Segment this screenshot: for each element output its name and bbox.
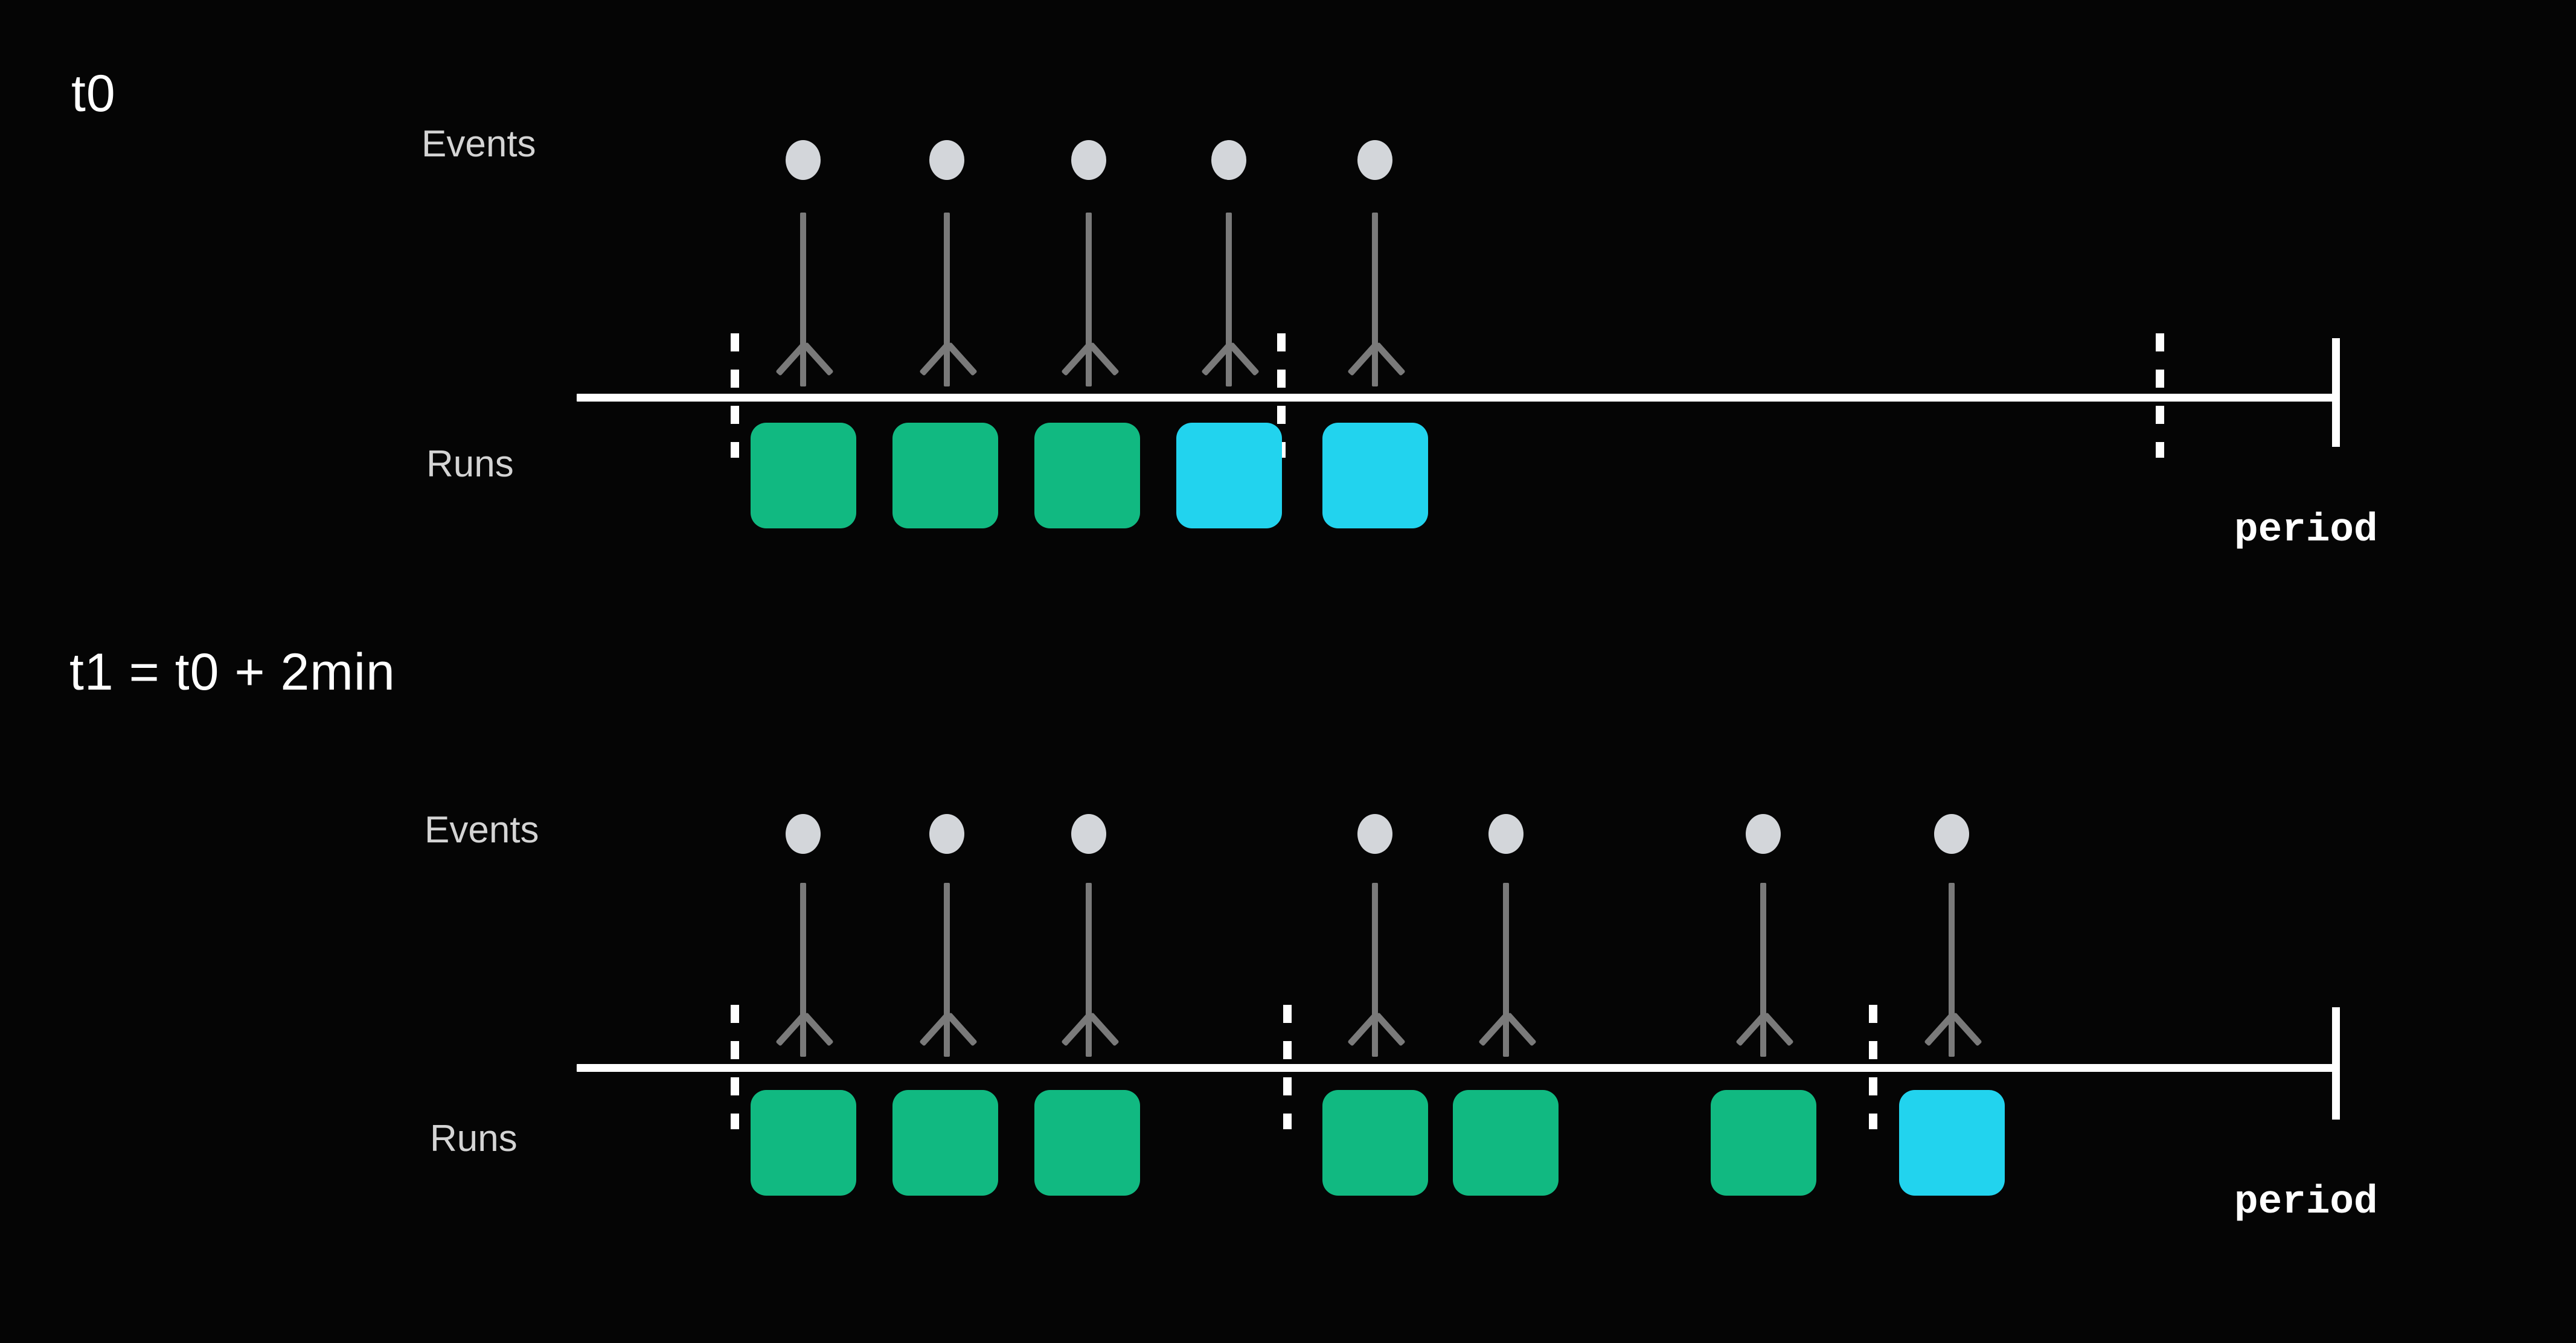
run-box-t1-3[interactable] — [1322, 1090, 1428, 1196]
arrow-shaft — [1086, 883, 1092, 1057]
arrow-shaft — [1949, 883, 1955, 1057]
timeline-axis-t1 — [577, 1064, 2340, 1072]
period-boundary-t0-2 — [2156, 333, 2164, 458]
arrow-shaft — [944, 213, 950, 386]
event-dot-t1-5 — [1746, 814, 1781, 854]
event-arrow-t0-0 — [785, 213, 821, 386]
arrow-shaft — [1760, 883, 1766, 1057]
period-endcap-t0 — [2332, 338, 2340, 447]
timeline-title-t0: t0 — [71, 65, 116, 123]
event-dot-t0-3 — [1211, 140, 1246, 180]
arrow-shaft — [800, 883, 806, 1057]
period-boundary-t0-1 — [1277, 333, 1286, 458]
event-dot-t1-6 — [1934, 814, 1969, 854]
runs-row-label-t0: Runs — [426, 443, 514, 485]
event-dot-t1-0 — [786, 814, 821, 854]
run-box-t0-0[interactable] — [751, 423, 856, 528]
arrow-shaft — [800, 213, 806, 386]
event-dot-t0-4 — [1357, 140, 1392, 180]
period-endcap-t1 — [2332, 1007, 2340, 1120]
period-boundary-t1-2 — [1869, 1005, 1877, 1129]
events-row-label-t1: Events — [425, 809, 539, 851]
run-box-t1-6[interactable] — [1899, 1090, 2005, 1196]
run-box-t0-1[interactable] — [892, 423, 998, 528]
run-box-t1-4[interactable] — [1453, 1090, 1559, 1196]
run-box-t1-1[interactable] — [892, 1090, 998, 1196]
event-arrow-t1-3 — [1357, 883, 1393, 1057]
period-label-t1: period — [2234, 1179, 2378, 1225]
run-box-t0-2[interactable] — [1034, 423, 1140, 528]
event-arrow-t1-6 — [1934, 883, 1970, 1057]
run-box-t1-5[interactable] — [1711, 1090, 1816, 1196]
event-arrow-t0-2 — [1071, 213, 1107, 386]
event-arrow-t1-4 — [1488, 883, 1524, 1057]
event-arrow-t1-5 — [1745, 883, 1781, 1057]
event-arrow-t0-3 — [1211, 213, 1247, 386]
arrow-shaft — [1226, 213, 1232, 386]
run-box-t1-0[interactable] — [751, 1090, 856, 1196]
timeline-title-t1: t1 = t0 + 2min — [69, 643, 396, 701]
event-dot-t0-2 — [1071, 140, 1106, 180]
arrow-shaft — [944, 883, 950, 1057]
event-arrow-t0-4 — [1357, 213, 1393, 386]
event-arrow-t1-1 — [929, 883, 965, 1057]
event-dot-t0-0 — [786, 140, 821, 180]
arrow-shaft — [1503, 883, 1509, 1057]
runs-row-label-t1: Runs — [430, 1118, 517, 1159]
event-dot-t1-1 — [929, 814, 964, 854]
period-label-t0: period — [2234, 507, 2378, 553]
timeline-axis-t0 — [577, 394, 2340, 402]
event-arrow-t1-2 — [1071, 883, 1107, 1057]
event-dot-t1-2 — [1071, 814, 1106, 854]
events-row-label-t0: Events — [421, 123, 536, 165]
period-boundary-t1-0 — [731, 1005, 739, 1129]
run-box-t0-3[interactable] — [1176, 423, 1282, 528]
event-dot-t1-3 — [1357, 814, 1392, 854]
arrow-shaft — [1372, 883, 1378, 1057]
event-dot-t1-4 — [1488, 814, 1523, 854]
event-dot-t0-1 — [929, 140, 964, 180]
event-arrow-t0-1 — [929, 213, 965, 386]
run-box-t0-4[interactable] — [1322, 423, 1428, 528]
period-boundary-t1-1 — [1283, 1005, 1292, 1129]
arrow-shaft — [1372, 213, 1378, 386]
arrow-shaft — [1086, 213, 1092, 386]
event-arrow-t1-0 — [785, 883, 821, 1057]
period-boundary-t0-0 — [731, 333, 739, 458]
run-box-t1-2[interactable] — [1034, 1090, 1140, 1196]
